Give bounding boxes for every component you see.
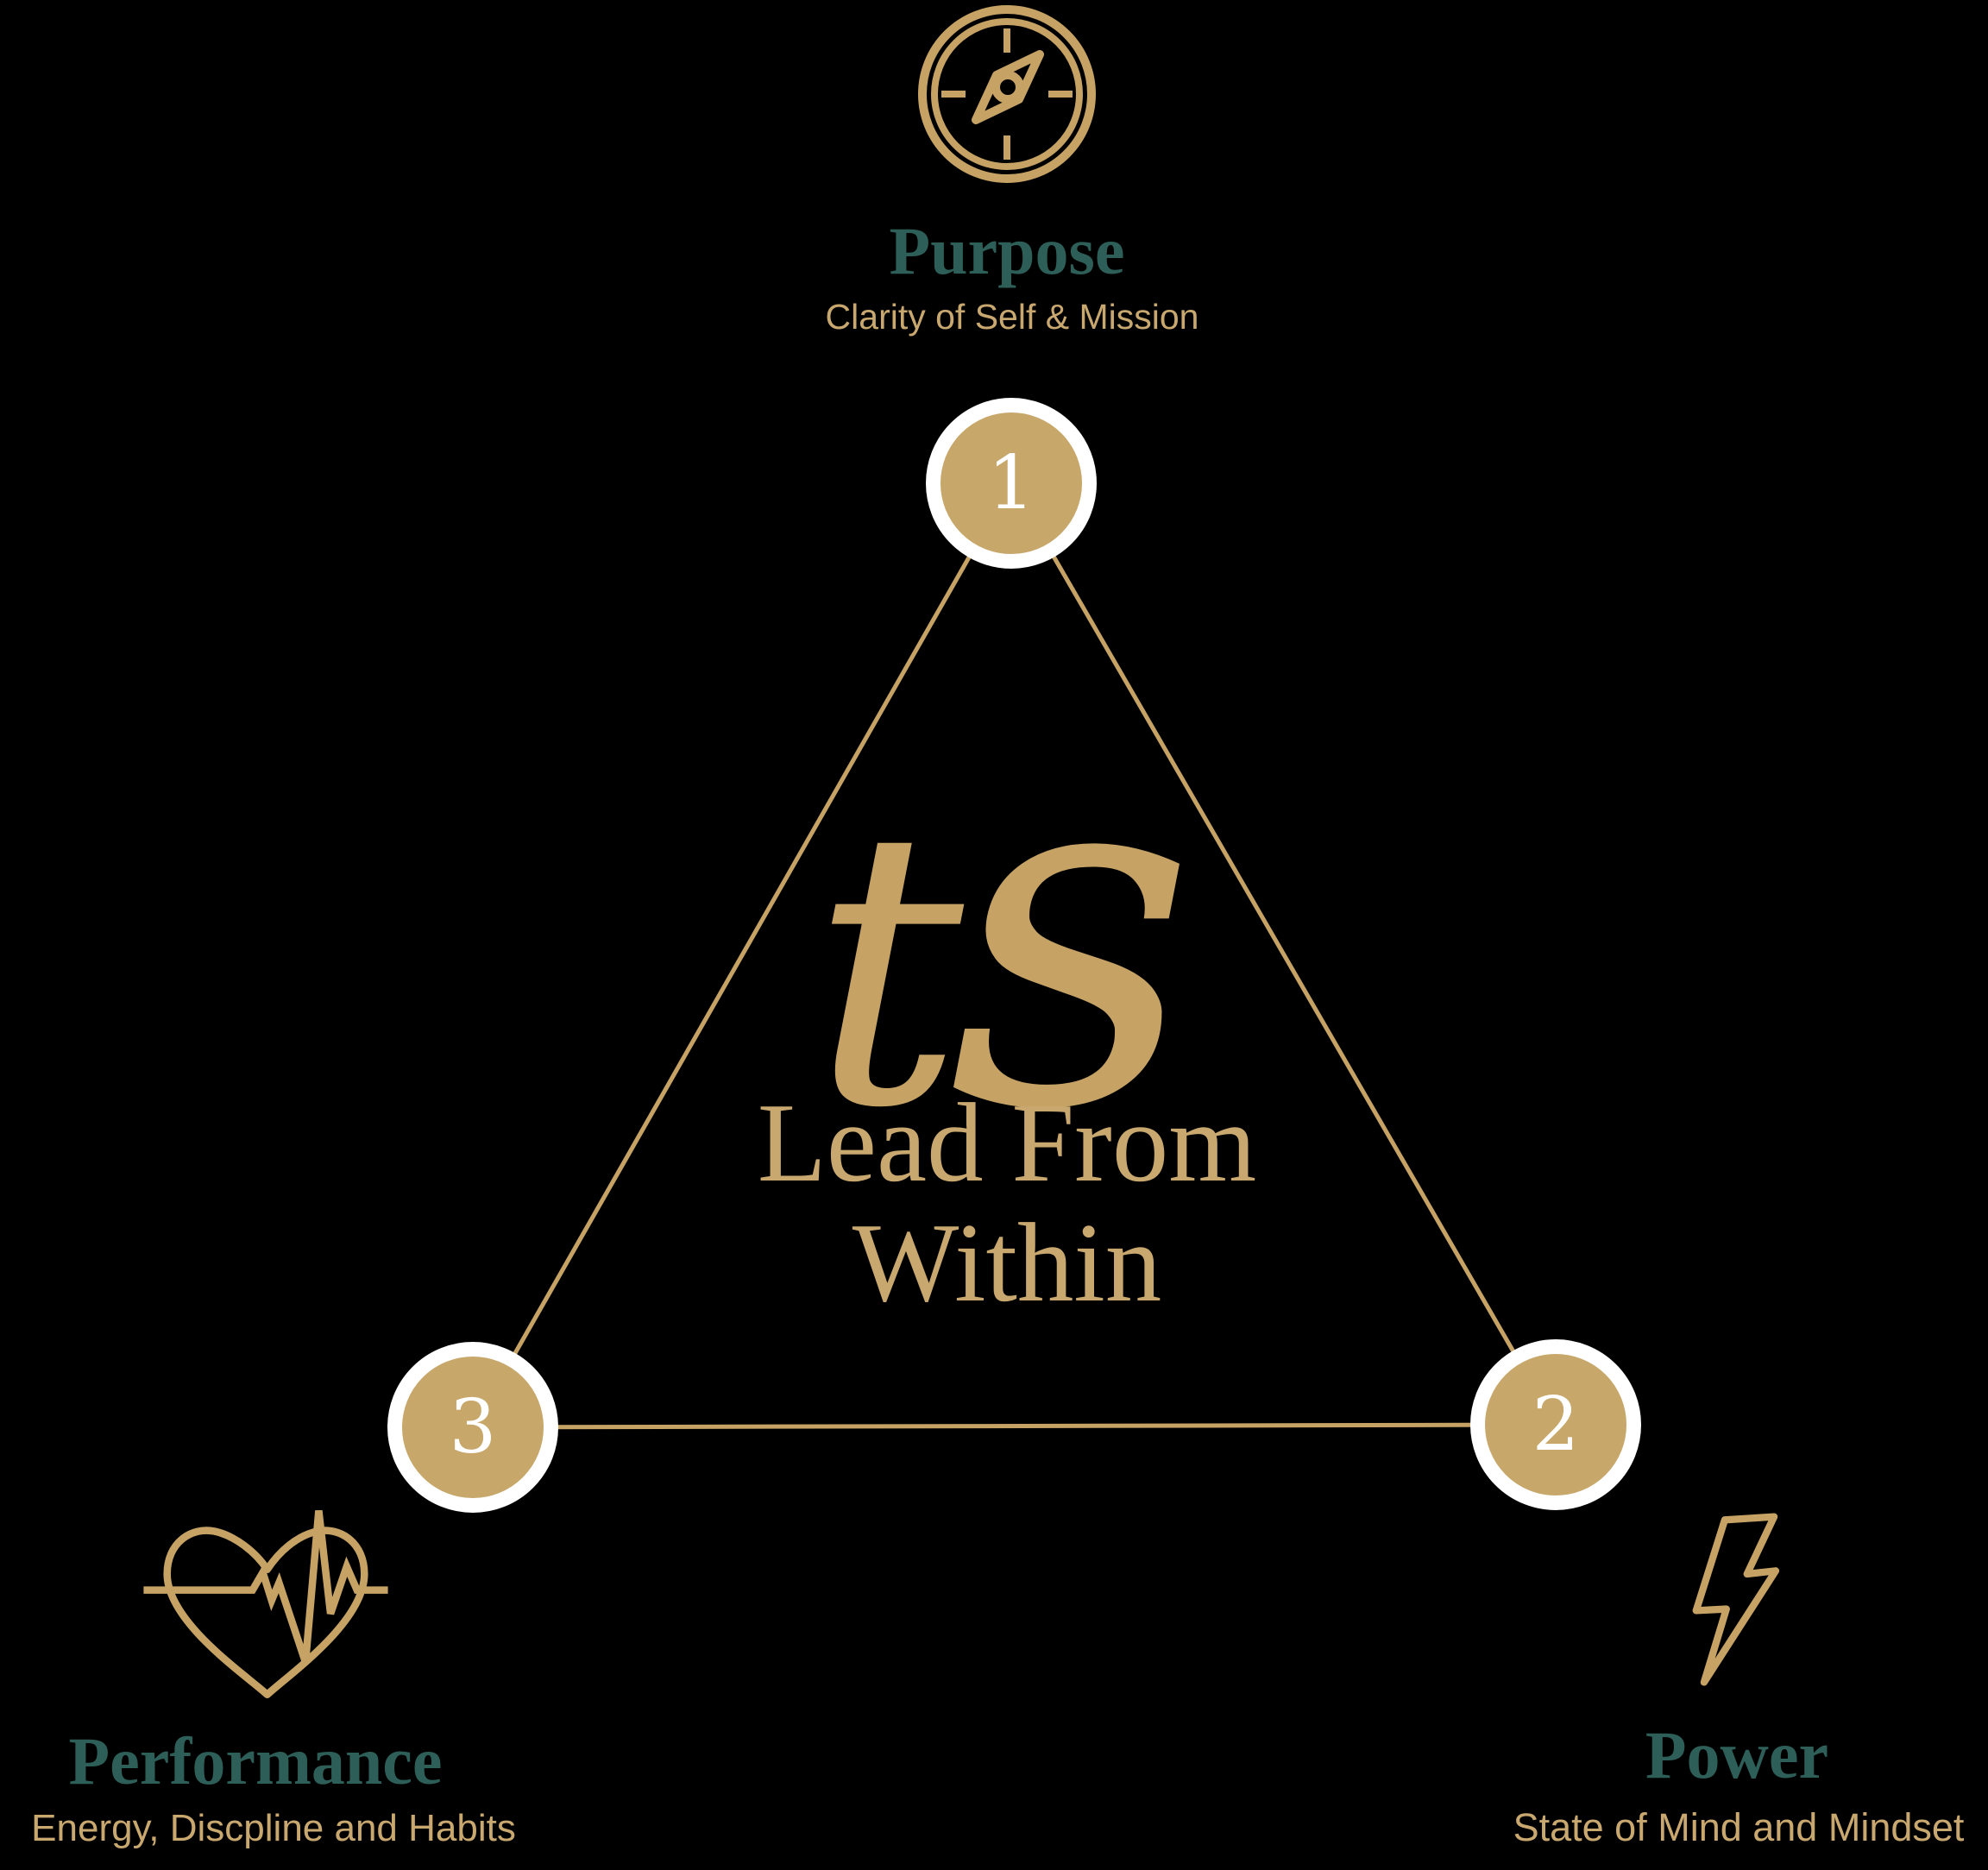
heart-pulse-icon <box>143 1510 388 1699</box>
performance-subtitle: Energy, Discpline and Habits <box>31 1807 516 1849</box>
node-number-2: 2 <box>1532 1382 1580 1468</box>
node-circle-3: 3 <box>387 1342 558 1513</box>
performance-title: Performance <box>68 1723 443 1798</box>
node-number-1: 1 <box>987 440 1035 526</box>
power-title: Power <box>1645 1717 1829 1792</box>
brand-tagline: Lead From Within <box>757 1080 1257 1325</box>
ts-logo-letter-t: t <box>810 749 964 1191</box>
brand-tagline-line2: Within <box>852 1199 1162 1325</box>
purpose-subtitle: Clarity of Self & Mission <box>825 297 1199 337</box>
brand-tagline-line1: Lead From <box>757 1080 1257 1206</box>
purpose-title: Purpose <box>889 213 1125 288</box>
ts-logo-letter-s: s <box>947 653 1197 1216</box>
lightning-bolt-icon <box>1692 1513 1780 1686</box>
ts-logo: t s <box>811 693 1196 1176</box>
compass-icon <box>918 5 1096 183</box>
node-circle-2: 2 <box>1470 1339 1641 1510</box>
node-circle-1: 1 <box>926 398 1097 569</box>
node-number-3: 3 <box>449 1384 497 1470</box>
power-subtitle: State of Mind and Mindset <box>1513 1805 1965 1849</box>
